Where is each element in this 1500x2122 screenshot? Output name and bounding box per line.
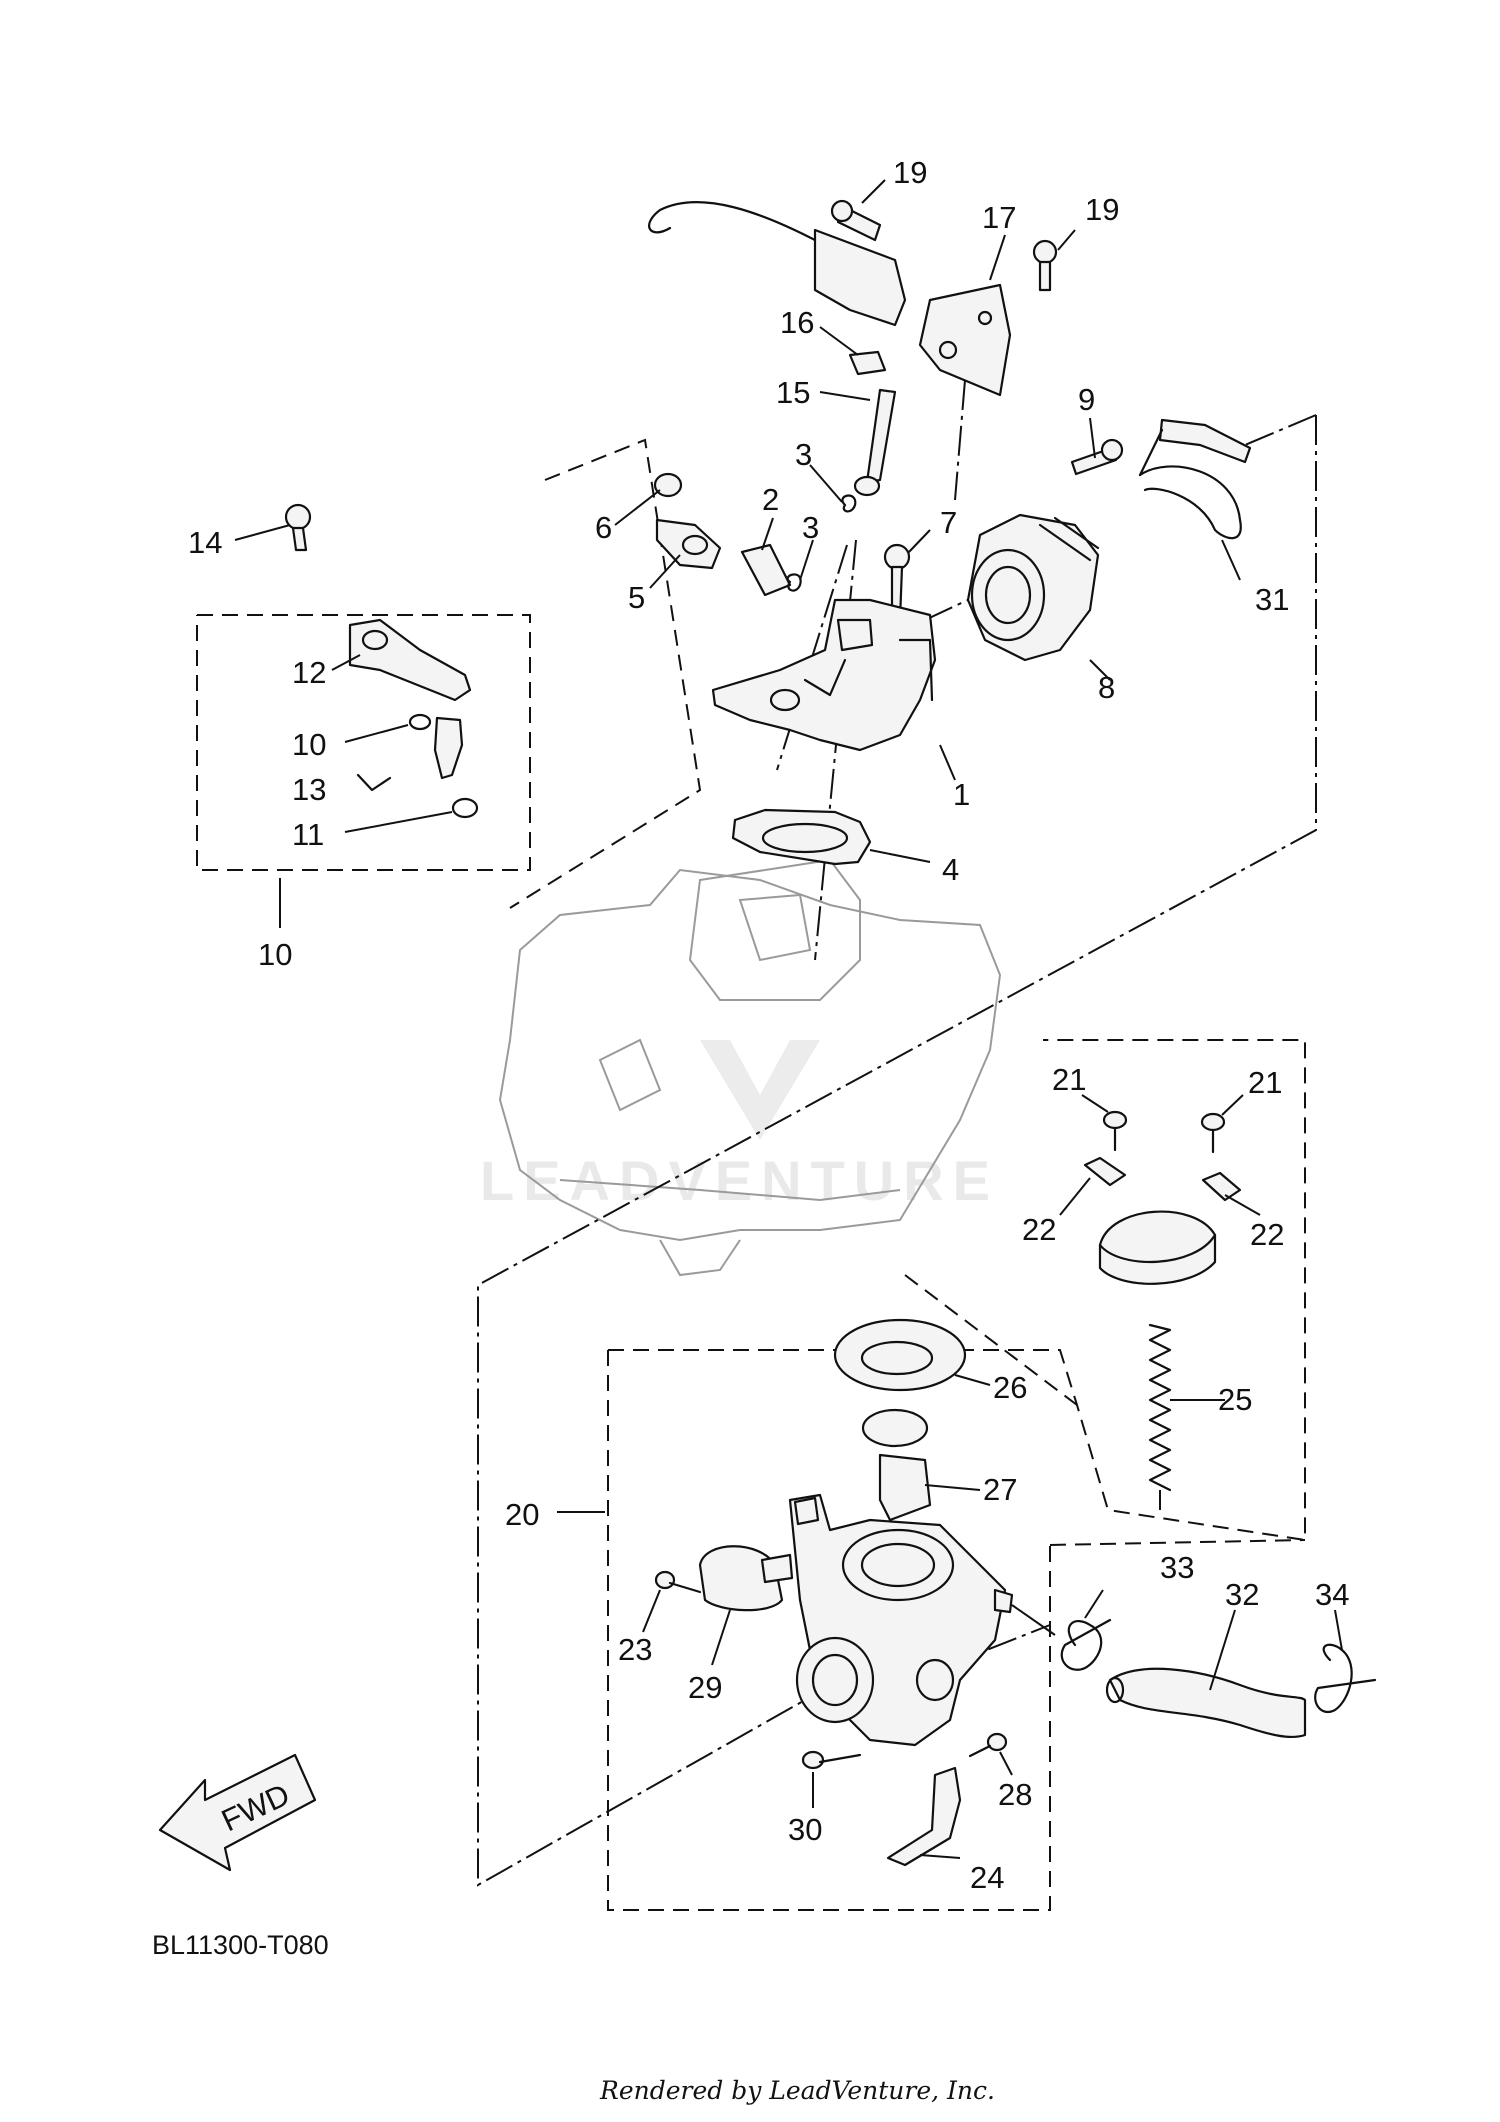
bracket-24 — [886, 1766, 962, 1867]
callout-20: 20 — [505, 1497, 539, 1532]
engine-block-outline — [498, 858, 1002, 1277]
callout-10-visible: 10 — [258, 937, 292, 972]
bracket-22b — [1201, 1171, 1242, 1202]
callout-19a: 19 — [893, 155, 927, 190]
callout-9: 9 — [1078, 382, 1095, 417]
callout-8: 8 — [1098, 670, 1115, 705]
screw-23 — [654, 1570, 702, 1594]
bolt-9 — [1070, 438, 1124, 476]
callout-19b: 19 — [1085, 192, 1119, 227]
callout-6: 6 — [595, 510, 612, 545]
callout-18: 17 — [982, 200, 1016, 235]
callout-26: 26 — [993, 1370, 1027, 1405]
pipe-2 — [740, 543, 792, 597]
callout-17: 16 — [780, 305, 814, 340]
clip-3b — [786, 573, 802, 592]
callout-7: 7 — [940, 505, 957, 540]
diaphragm-cover — [1098, 1210, 1217, 1285]
callout-25: 25 — [1218, 1382, 1252, 1417]
kit-boxes — [196, 438, 1306, 1911]
callout-3b: 3 — [802, 510, 819, 545]
hose-clip-33 — [1060, 1618, 1112, 1671]
callout-14: 13 — [292, 772, 326, 807]
callout-21a: 21 — [1052, 1062, 1086, 1097]
callout-22a: 22 — [1022, 1212, 1056, 1247]
callout-12: 11 — [292, 817, 324, 852]
hose-clamp-31 — [1138, 418, 1252, 540]
callout-1: 1 — [953, 777, 970, 812]
bolt-19b — [1032, 239, 1058, 292]
gasket-4 — [731, 808, 872, 866]
clip-14 — [356, 773, 392, 792]
screw-28 — [968, 1732, 1008, 1758]
callout-11: 10 — [292, 727, 326, 762]
callout-34: 34 — [1315, 1577, 1349, 1612]
bolt-15 — [284, 503, 312, 552]
diaphragm-26 — [833, 1318, 967, 1392]
callout-2: 2 — [762, 482, 779, 517]
plate-5 — [655, 518, 722, 570]
callout-27: 27 — [983, 1472, 1017, 1507]
hose-16 — [853, 388, 897, 497]
callouts: 19 17 19 16 15 9 3 2 3 6 5 7 31 8 1 4 14… — [188, 155, 1349, 1895]
diagram-code: BL11300-T080 — [152, 1930, 329, 1960]
callout-32: 32 — [1225, 1577, 1259, 1612]
fuel-rail-13 — [348, 618, 472, 702]
callout-3a: 3 — [795, 437, 812, 472]
clamp-17 — [848, 350, 887, 376]
spring-25 — [1148, 1323, 1172, 1510]
o-ring-12 — [451, 797, 479, 819]
screw-21a — [1102, 1110, 1128, 1152]
clip-3a — [841, 494, 857, 513]
hose-32 — [1105, 1667, 1307, 1739]
intake-manifold-1 — [711, 598, 937, 752]
callout-28: 28 — [998, 1777, 1032, 1812]
callout-15: 14 — [188, 525, 222, 560]
throttle-body-20 — [788, 1493, 1056, 1747]
callout-24: 24 — [970, 1860, 1004, 1895]
screw-30 — [801, 1750, 862, 1770]
leader-lines — [234, 179, 1343, 1859]
callout-22b: 22 — [1250, 1217, 1284, 1252]
callout-16: 15 — [776, 375, 810, 410]
bracket-22a — [1083, 1156, 1127, 1187]
callout-30: 30 — [788, 1812, 822, 1847]
render-credit: Rendered by LeadVenture, Inc. — [600, 2076, 995, 2105]
callout-4: 4 — [942, 852, 959, 887]
callout-23: 23 — [618, 1632, 652, 1667]
callout-29: 29 — [688, 1670, 722, 1705]
callout-13: 12 — [292, 655, 326, 690]
o-ring-11 — [408, 713, 432, 731]
fwd-arrow: FWD — [158, 1753, 317, 1872]
intake-joint-8 — [966, 513, 1100, 662]
injector — [433, 716, 464, 780]
wire-harness — [648, 201, 832, 250]
screw-21b — [1200, 1112, 1226, 1154]
callout-31: 31 — [1255, 582, 1289, 617]
watermark-text: LEADVENTURE — [480, 1149, 999, 1212]
piston-valve-27 — [861, 1408, 932, 1522]
washer-6 — [653, 472, 683, 498]
sensor-18-bracket — [813, 228, 1012, 397]
bolt-19a — [830, 199, 882, 242]
callout-21b: 21 — [1248, 1065, 1282, 1100]
hose-clip-34 — [1314, 1643, 1377, 1713]
callout-33: 33 — [1160, 1550, 1194, 1585]
callout-5: 5 — [628, 580, 645, 615]
sensor-29 — [698, 1545, 794, 1612]
